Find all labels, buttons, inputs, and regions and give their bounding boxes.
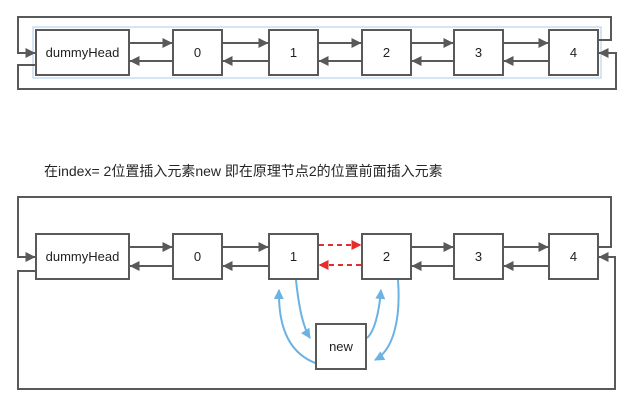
- wrap-next-arrow-top: [17, 16, 612, 58]
- node-1-bottom: 1: [268, 233, 319, 280]
- blue-curve-new-to-1: [273, 289, 319, 365]
- node-dummyhead-bottom: dummyHead: [35, 233, 130, 280]
- insert-caption: 在index= 2位置插入元素new 即在原理节点2的位置前面插入元素: [44, 163, 443, 179]
- wrap-next-arrow-bottom: [17, 196, 612, 262]
- node-3-top: 3: [453, 29, 504, 76]
- node-new: new: [315, 323, 367, 370]
- node-dummyhead-top: dummyHead: [35, 29, 130, 76]
- node-1-top: 1: [268, 29, 319, 76]
- blue-curve-2-to-new: [374, 279, 400, 361]
- node-0-bottom: 0: [172, 233, 223, 280]
- blue-curve-1-to-new: [295, 279, 311, 339]
- wrap-prev-arrow-bottom: [17, 252, 616, 390]
- node-2-top: 2: [361, 29, 412, 76]
- node-2-bottom: 2: [361, 233, 412, 280]
- node-0-top: 0: [172, 29, 223, 76]
- wrap-prev-arrow-top: [17, 48, 617, 90]
- node-3-bottom: 3: [453, 233, 504, 280]
- blue-curve-new-to-2: [366, 289, 386, 339]
- node-4-bottom: 4: [548, 233, 599, 280]
- node-4-top: 4: [548, 29, 599, 76]
